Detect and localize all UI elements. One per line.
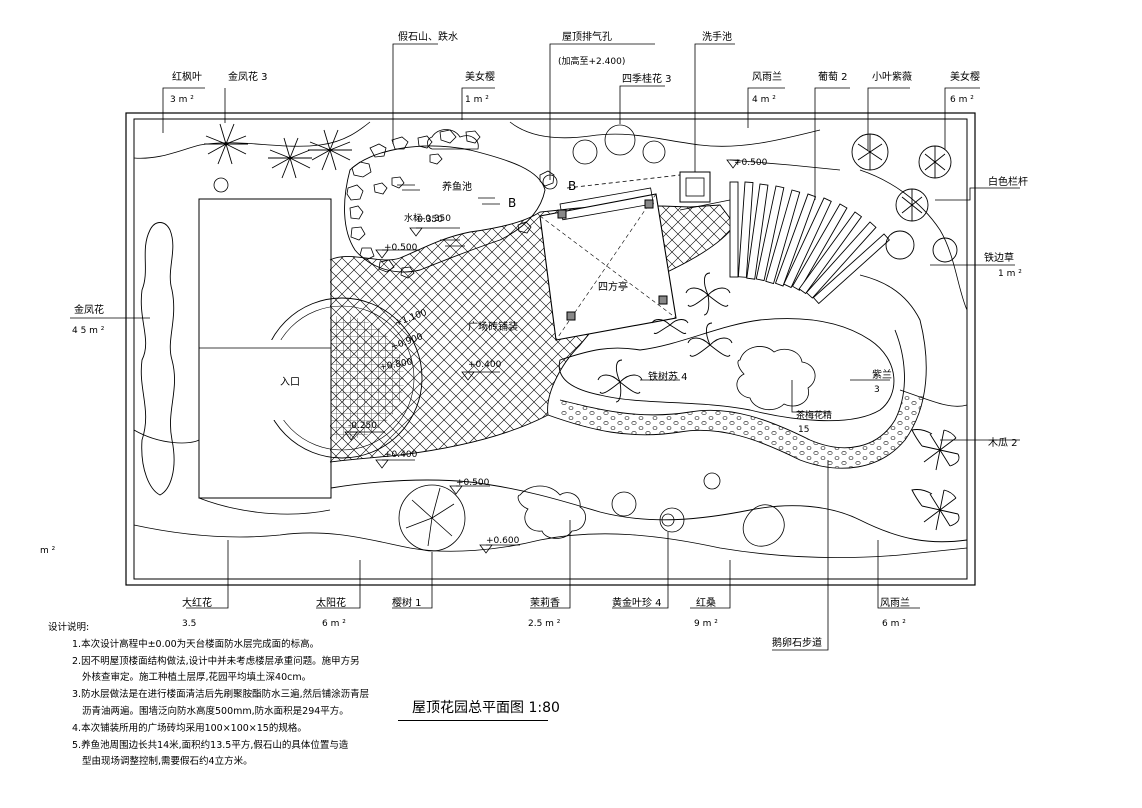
note-line: 2.因不明屋顶楼面结构做法,设计中并未考虑楼层承重问题。施甲方另 <box>72 655 360 667</box>
label-taiyanghua-area: 6 m ² <box>322 619 346 629</box>
marker-b2: B <box>508 196 516 210</box>
label-xiaoyezisu: 小叶紫薇 <box>872 71 912 83</box>
label-zhilan: 紫兰 <box>872 368 892 381</box>
label-zhilan-area: 3 <box>874 385 880 395</box>
note-line: 5.养鱼池周围边长共14米,面积约13.5平方,假石山的具体位置与造 <box>72 739 349 751</box>
label-wanshoujian-area: 15 <box>798 425 809 435</box>
label-jinfenghua45-area: 4 5 m ² <box>72 326 105 336</box>
leader-lines <box>70 43 1020 651</box>
note-line: 沥青油两遍。围墙泛向防水高度500mm,防水面积是294平方。 <box>82 705 349 717</box>
elev-e400b: +0.400 <box>384 450 418 460</box>
elev-e600: +0.600 <box>486 536 520 546</box>
label-jinfenghua45: 金凤花 <box>74 303 104 316</box>
note-line: 外核查审定。施工种植土层厚,花园平均填土深40cm。 <box>82 672 312 684</box>
elev-e350: -0.350 <box>414 215 443 225</box>
label-dahonghua-area: 3.5 <box>182 619 196 629</box>
note-line: 1.本次设计高程中±0.00为天台楼面防水层完成面的标高。 <box>72 638 320 650</box>
elev-e500c: +0.500 <box>456 478 490 488</box>
label-siji: 四季桂花 3 <box>622 72 672 85</box>
note-line: 4.本次铺装所用的广场砖均采用100×100×15的规格。 <box>72 722 307 734</box>
notes-title: 设计说明: <box>48 622 90 633</box>
shrub-strip-left <box>140 222 175 496</box>
note-line: 3.防水层做法是在进行楼面清洁后先刷聚胺酯防水三遍,然后铺涂沥青层 <box>72 689 370 701</box>
elev-e250: -0.250 <box>348 421 377 431</box>
label-vent: 屋顶排气孔 <box>562 30 612 43</box>
label-jiashishan: 假石山、跌水 <box>398 30 458 43</box>
elev-e400a: +0.400 <box>468 360 502 370</box>
label-meinvying1-area: 1 m ² <box>465 95 489 105</box>
label-railing: 白色栏杆 <box>988 175 1028 188</box>
label-putao: 葡萄 2 <box>818 70 848 83</box>
label-tieshu: 铁树苏 4 <box>648 370 688 383</box>
tree-osmanthus-3 <box>642 140 666 164</box>
label-tiexiancao-area: 1 m ² <box>998 269 1022 279</box>
site-boundary-outer <box>125 112 976 586</box>
label-dahonghua: 大红花 <box>182 596 212 609</box>
label-fengyulan2: 风雨兰 <box>880 596 910 609</box>
label-vent-sub: (加高至+2.400) <box>558 55 625 67</box>
label-mugua: 木瓜 2 <box>988 437 1018 449</box>
plant-labels: 红枫叶 3 m ² 金凤花 3 假石山、跌水 美女樱 1 m ² 屋顶排气孔 (… <box>72 30 1028 649</box>
label-taiyanghua: 太阳花 <box>316 596 346 609</box>
tree-sakura <box>398 484 466 552</box>
label-fengyulan2-area: 6 m ² <box>882 619 906 629</box>
elev-e500b: +0.500 <box>384 243 418 253</box>
label-pavilion: 四方亭 <box>598 280 628 293</box>
pavilion <box>539 187 677 341</box>
fish-pond <box>344 145 546 273</box>
label-plaza: 广场砖铺装 <box>468 320 518 333</box>
label-molixiang: 茉莉香 <box>530 596 560 609</box>
pond-rocks <box>346 129 555 279</box>
label-pond: 养鱼池 <box>442 180 472 193</box>
label-elu: 鹅卵石步道 <box>772 636 822 649</box>
label-molixiang-area: 2.5 m ² <box>528 619 561 629</box>
tree-osmanthus-2 <box>604 124 636 156</box>
wash-basin <box>679 171 711 203</box>
title-underline <box>398 720 548 721</box>
site-boundary-inner <box>133 118 968 580</box>
label-meinvying2-area: 6 m ² <box>950 95 974 105</box>
label-huangjinyezhen: 黄金叶珍 4 <box>612 596 662 609</box>
label-xishouchi: 洗手池 <box>702 30 732 43</box>
pergola <box>729 181 890 305</box>
label-fengyulan1: 风雨兰 <box>752 70 782 83</box>
label-fengyulan1-area: 4 m ² <box>752 95 776 105</box>
label-water-level: 水标-0.350 <box>404 212 451 224</box>
label-entry: 入口 <box>280 377 300 388</box>
label-jinfenghua3: 金凤花 3 <box>228 70 268 83</box>
elev-e500a: +0.500 <box>734 158 768 168</box>
label-meinvying1: 美女樱 <box>465 70 495 83</box>
elevation-markers <box>344 159 740 554</box>
tree-osmanthus-1 <box>572 139 598 165</box>
label-meinvying2: 美女樱 <box>950 70 980 83</box>
label-hongsang-area: 9 m ² <box>694 619 718 629</box>
loose-unit: m ² <box>40 546 56 556</box>
label-hongfengye-area: 3 m ² <box>170 95 194 105</box>
trees <box>213 124 816 552</box>
label-tiexiancao: 铁边草 <box>984 251 1014 264</box>
label-wanshoujian: 茶梅花精 <box>796 409 832 421</box>
label-hongfengye: 红枫叶 <box>172 70 202 83</box>
note-line: 型由现场调整控制,需要假石约4立方米。 <box>82 756 253 768</box>
marker-b1: B <box>568 179 576 193</box>
label-hongsang: 红桑 <box>696 596 716 609</box>
label-yingshu: 樱树 1 <box>392 596 422 609</box>
drawing-title: 屋顶花园总平面图 1:80 <box>412 700 560 716</box>
design-notes: 设计说明: 1.本次设计高程中±0.00为天台楼面防水层完成面的标高。 2.因不… <box>48 620 378 771</box>
